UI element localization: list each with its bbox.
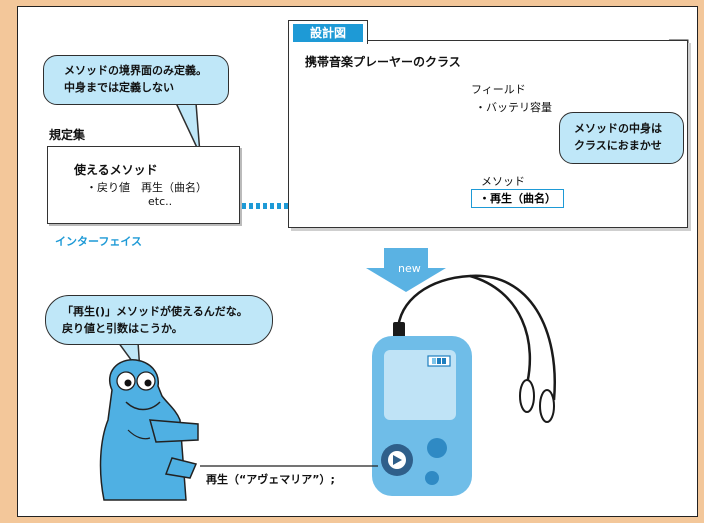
spec-return-line: ・戻り値 再生（曲名） — [86, 181, 207, 194]
bubble-frog-speech: 「再生()」メソッドが使えるんだな。 戻り値と引数はこうか。 — [45, 295, 273, 345]
blueprint-tab-label: 設計図 — [293, 24, 363, 42]
method-call-text: 再生（“アヴェマリア”）; — [206, 473, 335, 486]
bubble-interface-line1: メソッドの境界面のみ定義。 — [64, 64, 207, 77]
interface-label: インターフェイス — [55, 235, 143, 248]
field-label: フィールド — [471, 83, 526, 96]
spec-heading: 規定集 — [49, 128, 86, 142]
spec-card: 使えるメソッド ・戻り値 再生（曲名） etc.. — [47, 146, 240, 224]
bubble-interface-note: メソッドの境界面のみ定義。 中身までは定義しない — [43, 55, 229, 105]
method-label: メソッド — [481, 175, 525, 188]
blueprint-title: 携帯音楽プレーヤーのクラス — [305, 55, 461, 69]
bubble-class-note: メソッドの中身は クラスにおまかせ — [559, 112, 684, 164]
new-arrow-label: new — [398, 262, 421, 275]
frog-character — [99, 359, 199, 501]
battery-label: ・バッテリ容量 — [475, 101, 552, 114]
spec-usable-methods: 使えるメソッド — [74, 163, 158, 177]
bubble-class-line1: メソッドの中身は — [574, 122, 662, 135]
method-value-box: ・再生（曲名） — [471, 189, 564, 208]
bubble-frog-line2: 戻り値と引数はこうか。 — [62, 322, 183, 335]
bubble-interface-line2: 中身までは定義しない — [64, 81, 174, 94]
spec-etc: etc.. — [148, 195, 173, 208]
bubble-class-line2: クラスにおまかせ — [574, 139, 662, 152]
bubble-frog-line1: 「再生()」メソッドが使えるんだな。 — [62, 305, 248, 318]
blueprint-tab: 設計図 — [288, 20, 368, 44]
new-arrow — [366, 248, 446, 292]
music-player-icon — [372, 274, 556, 496]
